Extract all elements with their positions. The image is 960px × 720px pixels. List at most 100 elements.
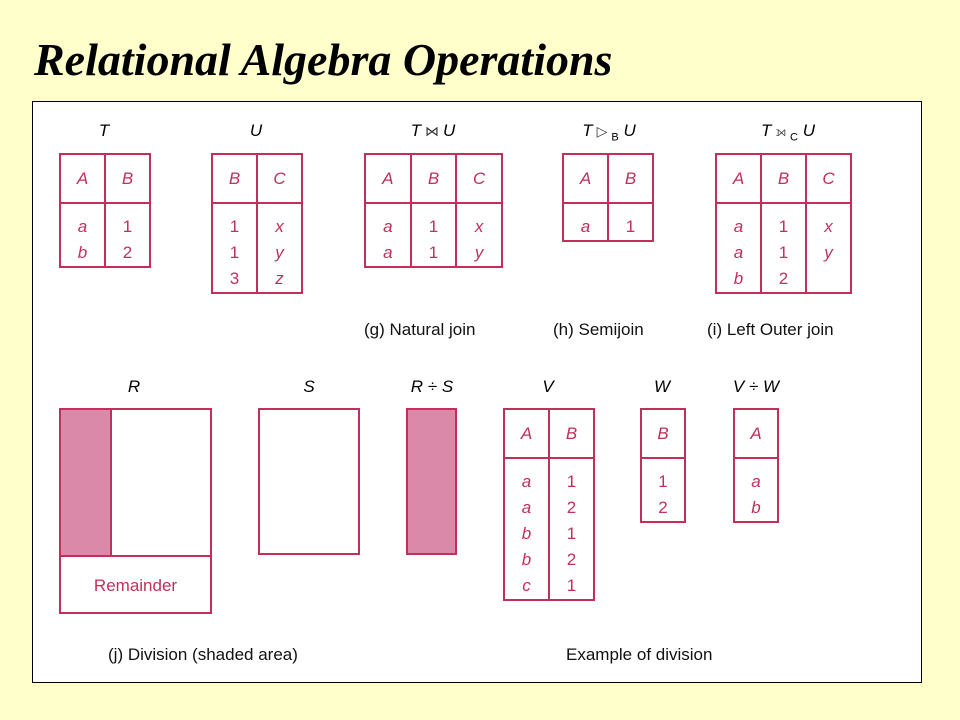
cell-value: x bbox=[824, 217, 833, 236]
relation-R-box: Remainder bbox=[59, 408, 212, 614]
column-header: C bbox=[805, 154, 852, 204]
cell-value: c bbox=[522, 576, 531, 595]
page-title: Relational Algebra Operations bbox=[34, 34, 613, 85]
caption-natural-join: (g) Natural join bbox=[364, 320, 476, 339]
column-header: B bbox=[211, 154, 258, 204]
cell-value bbox=[807, 266, 850, 292]
column-header: A bbox=[733, 409, 779, 459]
remainder-label: Remainder bbox=[93, 576, 178, 595]
cell-value: b bbox=[521, 550, 532, 569]
cell-value: 2 bbox=[566, 498, 577, 517]
cell-value: x bbox=[275, 217, 284, 236]
column-header: B bbox=[607, 154, 654, 204]
cell-value: z bbox=[275, 269, 284, 288]
cell-value: 1 bbox=[566, 524, 577, 543]
R-divider bbox=[61, 555, 210, 557]
column-header: A bbox=[562, 154, 609, 204]
left-outer-join-icon: ⟕ bbox=[775, 123, 786, 139]
column-values: 1 bbox=[607, 203, 654, 241]
column-values: 1 1 2 bbox=[760, 203, 807, 293]
column-values: a bbox=[562, 203, 609, 241]
column-header: B bbox=[760, 154, 807, 204]
caption-left-outer-join: (i) Left Outer join bbox=[707, 320, 834, 339]
cell-value: b bbox=[77, 243, 88, 262]
R-shaded-area bbox=[61, 410, 112, 555]
cell-value: 2 bbox=[778, 269, 789, 288]
semijoin-icon: ▷ bbox=[596, 123, 608, 139]
label-R: R bbox=[127, 377, 141, 396]
cell-value: b bbox=[733, 269, 744, 288]
label-V: V bbox=[542, 377, 554, 396]
cell-value: 1 bbox=[566, 472, 577, 491]
cell-value: 1 bbox=[428, 243, 439, 262]
cell-value: a bbox=[521, 472, 532, 491]
cell-value: 1 bbox=[122, 217, 133, 236]
caption-example-division: Example of division bbox=[566, 645, 713, 664]
cell-value: 1 bbox=[658, 472, 668, 491]
label-left-outer-join: T⟕C U bbox=[761, 121, 815, 144]
column-header: A bbox=[715, 154, 762, 204]
cell-value: b bbox=[751, 498, 761, 517]
cell-value: 1 bbox=[428, 217, 439, 236]
cell-value: 1 bbox=[229, 217, 240, 236]
column-header: C bbox=[455, 154, 503, 204]
label-W: W bbox=[653, 377, 671, 396]
cell-value: y bbox=[474, 243, 484, 262]
column-header: A bbox=[364, 154, 412, 204]
cell-value: b bbox=[521, 524, 532, 543]
label-T: T bbox=[98, 121, 110, 140]
caption-semijoin: (h) Semijoin bbox=[553, 320, 644, 339]
column-header: C bbox=[256, 154, 303, 204]
cell-value: 2 bbox=[122, 243, 133, 262]
cell-value: 2 bbox=[658, 498, 668, 517]
cell-value: 1 bbox=[778, 217, 789, 236]
cell-value: y bbox=[824, 243, 833, 262]
cell-value: y bbox=[275, 243, 284, 262]
column-header: A bbox=[59, 154, 106, 204]
cell-value: 1 bbox=[229, 243, 240, 262]
column-header: A bbox=[503, 409, 550, 459]
label-U: U bbox=[249, 121, 263, 140]
cell-value: a bbox=[733, 217, 744, 236]
relation-R-div-S-box bbox=[406, 408, 457, 555]
cell-value: a bbox=[521, 498, 532, 517]
join-icon: ⋈ bbox=[425, 123, 440, 139]
cell-value: 3 bbox=[229, 269, 240, 288]
column-header: B bbox=[640, 409, 686, 459]
cell-value: a bbox=[580, 217, 591, 236]
caption-division: (j) Division (shaded area) bbox=[108, 645, 298, 664]
cell-value: a bbox=[383, 243, 393, 262]
label-S: S bbox=[303, 377, 315, 396]
label-natural-join: T⋈U bbox=[410, 121, 456, 140]
label-semijoin: T▷B U bbox=[582, 121, 636, 144]
cell-value: x bbox=[474, 217, 484, 236]
column-header: B bbox=[409, 154, 458, 204]
label-R-div-S: R ÷ S bbox=[410, 377, 454, 396]
column-values: 1 1 3 bbox=[211, 203, 258, 293]
cell-value: a bbox=[77, 217, 88, 236]
cell-value: a bbox=[751, 472, 761, 491]
cell-value: 1 bbox=[566, 576, 577, 595]
column-header: B bbox=[104, 154, 151, 204]
cell-value: 1 bbox=[778, 243, 789, 262]
column-header: B bbox=[548, 409, 595, 459]
cell-value: a bbox=[733, 243, 744, 262]
relation-S-box bbox=[258, 408, 360, 555]
